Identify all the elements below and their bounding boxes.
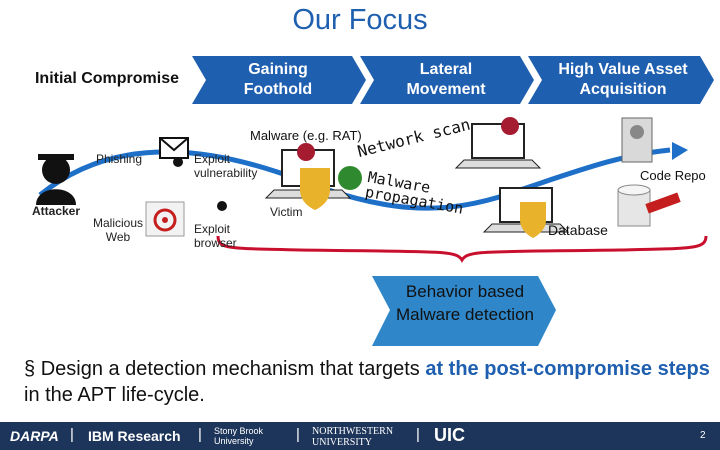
bullet-pre: Design a detection mechanism that target… (40, 358, 426, 380)
separator-4: | (416, 426, 420, 443)
slide-title: Our Focus (292, 4, 428, 36)
lateral-laptop-icon (454, 117, 542, 169)
northwestern-logo: NORTHWESTERN UNIVERSITY (312, 426, 394, 448)
stage-initial-compromise (20, 58, 204, 102)
exploit-vulnerability-label: Exploit vulnerability (194, 152, 258, 180)
separator-3: | (296, 426, 300, 443)
phishing-label: Phishing (96, 152, 143, 166)
malicious-web-label: Malicious Web (92, 216, 143, 244)
stage-label-high-value: High Value Asset Acquisition (558, 61, 688, 98)
stage-gaining-foothold (192, 56, 366, 104)
bullet-highlight: at the post-compromise steps (425, 358, 710, 380)
darpa-logo: DARPA (10, 428, 59, 444)
victim-laptop-icon (264, 143, 352, 210)
stony-brook-logo: Stony Brook University (214, 426, 264, 446)
uic-logo: UIC (434, 425, 465, 445)
lateral-laptop-2-icon (482, 187, 570, 238)
separator-2: | (198, 426, 202, 443)
attack-diagram (36, 117, 708, 263)
stage-lateral-movement (360, 56, 534, 104)
bullet-symbol: § (24, 358, 36, 380)
ibm-logo: IBM Research (88, 428, 181, 444)
malware-label: Malware (e.g. RAT) (250, 128, 362, 143)
stage-label-lateral: Lateral Movement (406, 61, 486, 98)
attacker-label: Attacker (32, 204, 81, 218)
stage-high-value (528, 56, 714, 104)
post-compromise-bracket (216, 235, 708, 263)
stage-label-initial: Initial Compromise (34, 70, 180, 87)
behavior-detection-callout: Behavior based Malware detection (396, 282, 534, 324)
bug-icon (173, 157, 227, 211)
database-icon (617, 184, 681, 227)
malicious-web-icon (145, 201, 185, 237)
callout-shape (372, 276, 556, 346)
code-repo-icon (621, 117, 653, 163)
bullet-text: § Design a detection mechanism that targ… (24, 356, 714, 408)
separator-1: | (70, 426, 74, 443)
attacker-icon (36, 154, 76, 205)
database-label: Database (548, 222, 608, 238)
stage-chevrons (20, 56, 714, 104)
victim-label: Victim (270, 205, 303, 219)
footer-bar: DARPA | IBM Research | Stony Brook Unive… (0, 422, 720, 450)
code-repo-label: Code Repo (640, 168, 706, 183)
attack-flow-arrow (38, 147, 671, 211)
network-globe-icon (338, 166, 362, 190)
stage-label-foothold: Gaining Foothold (243, 61, 313, 98)
envelope-icon (159, 137, 189, 159)
page-number: 2 (700, 430, 706, 441)
bullet-post: in the APT life-cycle. (24, 384, 205, 406)
exploit-browser-label: Exploit browser (194, 222, 237, 250)
